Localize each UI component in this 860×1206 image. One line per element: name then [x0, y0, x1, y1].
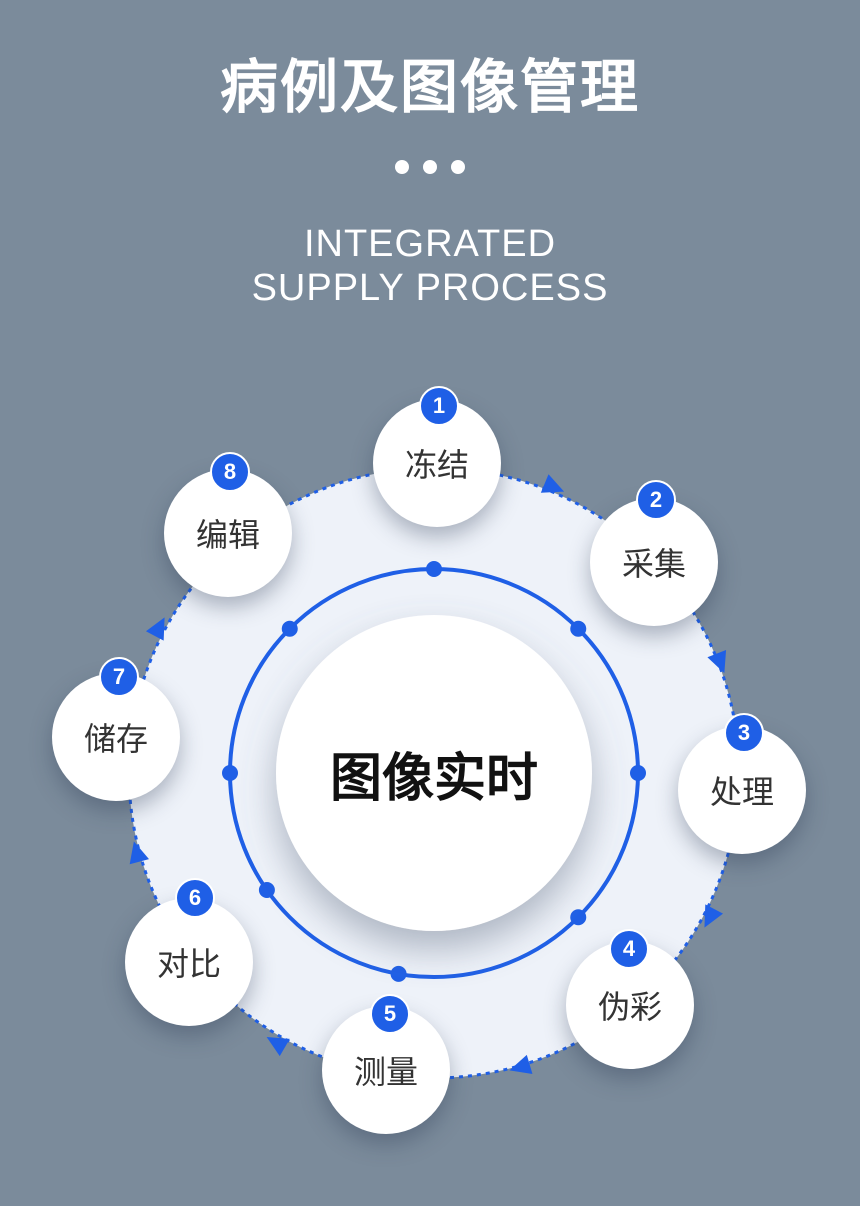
page-subtitle: INTEGRATED SUPPLY PROCESS	[0, 222, 860, 310]
step-number-badge: 4	[609, 929, 649, 969]
step-node-1: 冻结	[373, 399, 501, 527]
flow-arrow-icon	[707, 649, 727, 674]
center-circle	[276, 615, 592, 931]
page-title: 病例及图像管理	[219, 53, 640, 121]
flow-arrow-icon	[129, 841, 149, 865]
inner-ring-dot	[258, 882, 275, 899]
flow-arrow-icon	[145, 617, 165, 641]
step-label: 采集	[621, 545, 686, 583]
step-number-badge: 6	[175, 878, 215, 918]
dot	[423, 160, 437, 174]
step-label: 对比	[156, 945, 221, 983]
decorative-dots	[0, 160, 860, 174]
inner-ring-dot	[390, 965, 407, 982]
step-label: 伪彩	[597, 988, 662, 1026]
center-label: 图像实时	[329, 748, 538, 809]
flow-arrow-icon	[509, 1054, 533, 1075]
step-label: 测量	[353, 1053, 418, 1091]
dot	[451, 160, 465, 174]
step-number-badge: 7	[99, 657, 139, 697]
step-label: 冻结	[404, 446, 469, 484]
subtitle-line-1: INTEGRATED	[303, 223, 557, 265]
subtitle-line-2: SUPPLY PROCESS	[251, 267, 609, 309]
step-number-badge: 2	[636, 480, 676, 520]
step-label: 储存	[83, 720, 148, 758]
inner-ring-dot	[570, 909, 587, 926]
step-number-badge: 5	[370, 994, 410, 1034]
inner-ring-dot	[222, 765, 238, 781]
flow-arrow-icon	[704, 904, 724, 928]
step-node-6: 对比	[125, 898, 253, 1026]
step-number-badge: 1	[419, 386, 459, 426]
flow-arrow-icon	[266, 1036, 290, 1057]
inner-ring-dot	[570, 620, 587, 637]
step-number-badge: 8	[210, 452, 250, 492]
inner-ring-dot	[630, 765, 646, 781]
step-label: 处理	[709, 773, 774, 811]
flow-arrow-icon	[540, 474, 565, 493]
dot	[395, 160, 409, 174]
inner-ring-dot	[281, 620, 298, 637]
step-label: 编辑	[195, 516, 260, 554]
step-number-badge: 3	[724, 713, 764, 753]
inner-ring-dot	[426, 561, 442, 577]
